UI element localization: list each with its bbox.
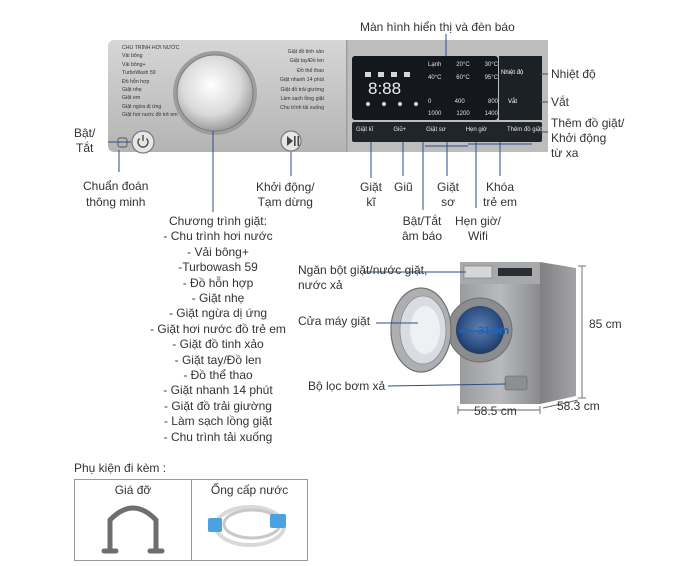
support-bracket-icon [101,505,165,554]
dial-labels-left: CHU TRÌNH HƠI NƯỚC Vải bông Vải bông+ Tu… [122,45,180,119]
filter-callout: Bộ lọc bơm xả [308,379,386,393]
door-size-arrow-icon [458,328,502,334]
spin-callout: Vắt [551,95,570,109]
list-item: - Đồ thể thao [183,368,253,383]
rinse-callout: Giũ [394,180,413,194]
accessories-box: Giá đỡ Ống cấp nước [74,479,308,561]
add-item-button[interactable]: Thêm đồ giặt [506,127,542,133]
width-label: 58.5 cm [474,404,517,418]
door-callout: Cửa máy giặt [298,314,371,328]
control-panel [108,40,548,154]
machine-callout-lines [363,271,507,387]
accessory-bracket: Giá đỡ [75,480,192,560]
callout-lines [108,34,548,212]
intensive-button[interactable]: Giặt kĩ [356,127,374,133]
button-strip: Giặt kĩ Giũ+ Giặt sơ Hẹn giờ Thêm đồ giặ… [356,127,542,133]
program-dial-knob[interactable] [176,54,254,132]
list-item: - Làm sạch lồng giặt [163,414,273,429]
accessory-bracket-label: Giá đỡ [114,483,152,497]
list-item: - Chu trình hơi nước [163,229,273,244]
accessory-hose-label: Ống cấp nước [210,483,289,497]
timer-wifi-callout: Hẹn giờ/Wifi [455,214,501,243]
list-item: -Turbowash 59 [178,260,258,275]
list-item: - Giặt ngừa dị ứng [168,306,268,321]
accessory-hose: Ống cấp nước [192,480,307,560]
accessories-title: Phụ kiện đi kèm : [74,461,167,475]
height-label: 85 cm [589,317,622,331]
list-item: - Giặt đồ trải giường [164,398,272,413]
power-callout: Bật/Tắt [74,126,96,155]
door-size-label: 31 cm [478,325,510,337]
dial-labels-right: Giặt đồ tinh xảo Giặt tay/Đồ len Đồ thể … [279,49,324,112]
list-item: - Giặt nhẹ [191,291,245,306]
list-item: - Vải bông+ [187,244,249,259]
washing-machine [390,262,576,404]
water-hose-icon [208,505,286,547]
list-item: - Chu trình tải xuống [163,429,273,444]
list-item: - Giặt đồ tinh xảo [172,337,264,352]
detergent-callout: Ngăn bột giặt/nước giặt,nước xả [298,263,428,292]
program-list: Chương trình giặt: - Chu trình hơi nước … [148,214,288,445]
temperature-button[interactable]: Nhiệt độ [501,70,524,76]
start-pause-callout: Khởi động/Tạm dừng [256,180,315,209]
list-item: - Giặt tay/Đồ len [174,352,262,367]
power-button[interactable] [131,130,155,154]
list-item: - Giặt hơi nước đồ trẻ em [150,321,286,336]
display-screen [352,56,498,120]
spin-button[interactable]: Vắt [508,99,518,105]
display-digits-icon: 8:88 [365,72,418,106]
rinse-button[interactable]: Giũ+ [393,127,407,133]
svg-text:8:88: 8:88 [368,79,401,98]
list-item: - Giặt nhanh 14 phút [163,383,273,398]
dimension-lines [457,265,586,414]
timer-button[interactable]: Hẹn giờ [465,127,487,133]
display-callout: Màn hình hiển thị và đèn báo [360,20,515,34]
depth-label: 58.3 cm [557,399,600,413]
list-item: - Đồ hỗn hợp [182,275,254,290]
temperature-callout: Nhiệt độ [551,67,596,81]
prewash-button[interactable]: Giặt sơ [426,127,446,133]
program-list-title: Chương trình giặt: [169,214,267,228]
